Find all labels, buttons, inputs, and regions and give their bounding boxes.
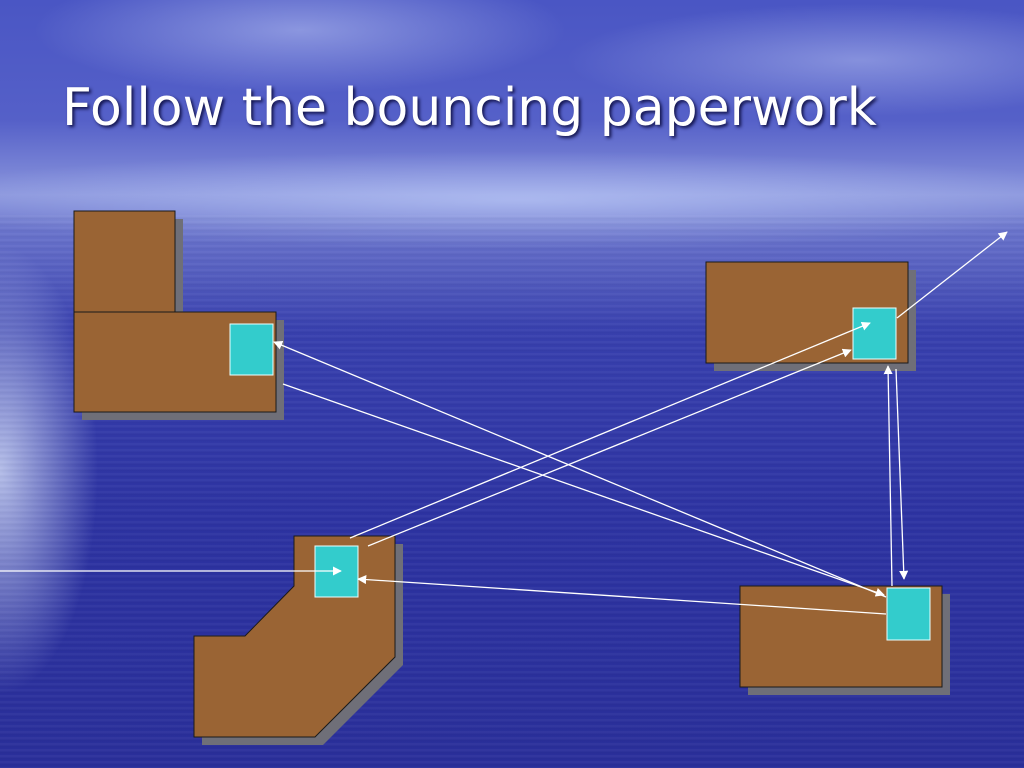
desk-top-left: [73, 210, 284, 420]
paperwork-top-left: [229, 323, 274, 376]
arrow-to-top-right-b: [367, 348, 852, 547]
paperwork-bottom-right: [886, 587, 931, 641]
arrow-to-bottom-right: [282, 383, 885, 597]
arrow-to-top-left: [273, 340, 887, 598]
slide-title: Follow the bouncing paperwork: [62, 78, 877, 138]
paperwork-top-right: [852, 307, 897, 360]
arrow-to-bottom-left: [357, 575, 887, 615]
arrow-to-top-right-a: [349, 321, 871, 539]
arrow-exit: [896, 231, 1008, 319]
desk-body: [193, 535, 396, 738]
arrow-up-right-column: [883, 365, 893, 587]
desk-bottom-left: [193, 535, 403, 745]
arrow-down-right-column: [895, 368, 909, 580]
